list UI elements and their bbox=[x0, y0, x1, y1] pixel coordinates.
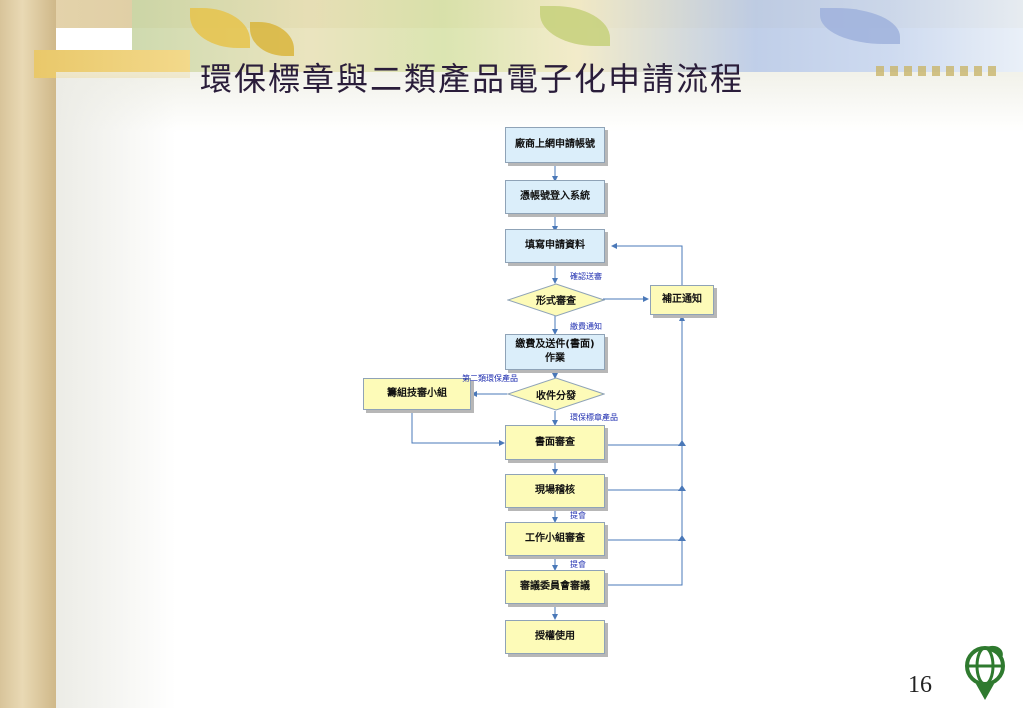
left-shade bbox=[56, 78, 176, 708]
decision-distribution-label: 收件分發 bbox=[536, 391, 576, 402]
node-payment-submission: 繳費及送件(書面) 作業 bbox=[505, 334, 605, 370]
node-login: 憑帳號登入系統 bbox=[505, 180, 605, 214]
node-site-audit: 現場稽核 bbox=[505, 474, 605, 508]
decision-formal-review-label: 形式審查 bbox=[536, 296, 576, 307]
node-payment-line1: 繳費及送件(書面) bbox=[515, 339, 595, 350]
green-mark-globe-logo-icon bbox=[965, 645, 1005, 700]
node-committee-review: 審議委員會審議 bbox=[505, 570, 605, 604]
node-document-review: 書面審查 bbox=[505, 425, 605, 460]
node-correction-notice: 補正通知 bbox=[650, 285, 714, 315]
node-apply-account: 廠商上網申請帳號 bbox=[505, 127, 605, 163]
banner-fade bbox=[56, 72, 1023, 132]
slide-title: 環保標章與二類產品電子化申請流程 bbox=[200, 60, 745, 98]
edge-label-confirm-submit: 確認送審 bbox=[570, 272, 602, 281]
edge-label-ecolabel-product: 環保標章產品 bbox=[570, 413, 618, 422]
title-wave-decoration bbox=[876, 66, 996, 76]
edge-label-payment-notice: 繳費通知 bbox=[570, 322, 602, 331]
edge-label-submit-meeting-1: 提會 bbox=[570, 511, 586, 520]
node-payment-line2: 作業 bbox=[545, 353, 565, 364]
node-tech-review-group: 籌組技審小組 bbox=[363, 378, 471, 410]
node-fill-form: 填寫申請資料 bbox=[505, 229, 605, 263]
decision-formal-review bbox=[507, 283, 605, 317]
node-working-group-review: 工作小組審查 bbox=[505, 522, 605, 556]
decision-distribution bbox=[507, 377, 605, 411]
left-parchment-strip bbox=[0, 0, 56, 708]
edge-label-submit-meeting-2: 提會 bbox=[570, 560, 586, 569]
page-number: 16 bbox=[908, 672, 932, 698]
node-authorization: 授權使用 bbox=[505, 620, 605, 654]
edge-label-class2-product: 第二類環保產品 bbox=[462, 374, 518, 383]
